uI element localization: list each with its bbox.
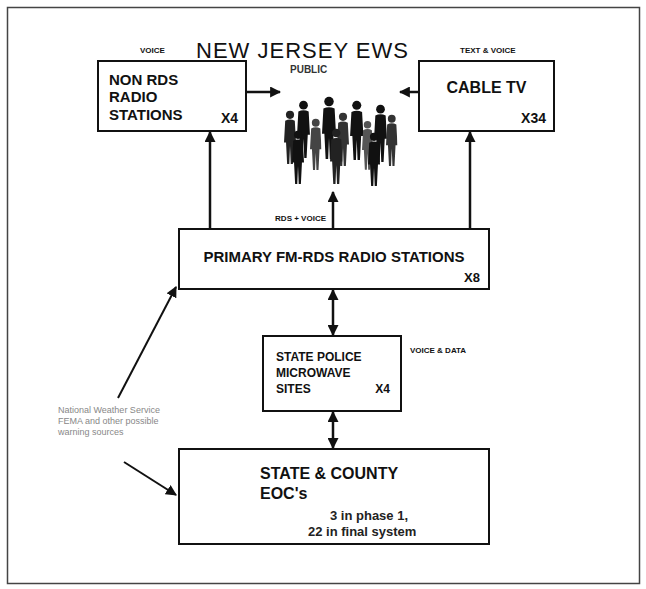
station-box: PRIMARY FM-RDS RADIO STATIONS X8: [178, 228, 490, 290]
phase-note: 3 in phase 1,: [330, 508, 408, 524]
connector: [332, 192, 335, 228]
connector: [469, 132, 472, 228]
count-label: X8: [464, 271, 480, 284]
box-title: CABLE TV: [420, 78, 553, 97]
connector: [209, 132, 212, 228]
count-label: X4: [375, 381, 390, 397]
cable-box: CABLE TV X34: [418, 60, 555, 132]
station-box: NON RDS RADIO STATIONSX4: [97, 60, 247, 132]
eoc-box: STATE & COUNTY EOC's 3 in phase 1,22 in f…: [178, 448, 490, 545]
connector: [247, 91, 280, 94]
connector: [332, 290, 335, 335]
connector: [400, 91, 418, 94]
group-title: PUBLIC: [290, 64, 327, 76]
box-title: PRIMARY FM-RDS RADIO STATIONS: [180, 248, 488, 266]
phase-note: 22 in final system: [308, 524, 416, 540]
count-label: X34: [521, 111, 546, 125]
box-title: STATE & COUNTY EOC's: [260, 464, 435, 504]
connector: [332, 412, 335, 448]
edge-label: RDS + VOICE: [274, 214, 327, 224]
source-note: National Weather Service FEMA and other …: [58, 405, 176, 437]
microwave-box: STATE POLICE MICROWAVE SITESX4: [262, 335, 402, 412]
signal-label: VOICE & DATA: [410, 346, 466, 356]
frame: [8, 8, 640, 584]
box-title: NON RDS RADIO STATIONS: [109, 71, 221, 123]
source-arrow: [118, 287, 176, 398]
signal-label: VOICE: [140, 46, 165, 56]
crowd-illustration: [284, 97, 398, 186]
count-label: X4: [221, 111, 238, 125]
source-arrow: [124, 462, 176, 495]
public-group: PUBLIC: [280, 62, 400, 192]
signal-label: TEXT & VOICE: [460, 46, 516, 56]
box-title: STATE POLICE MICROWAVE SITES: [276, 349, 386, 398]
